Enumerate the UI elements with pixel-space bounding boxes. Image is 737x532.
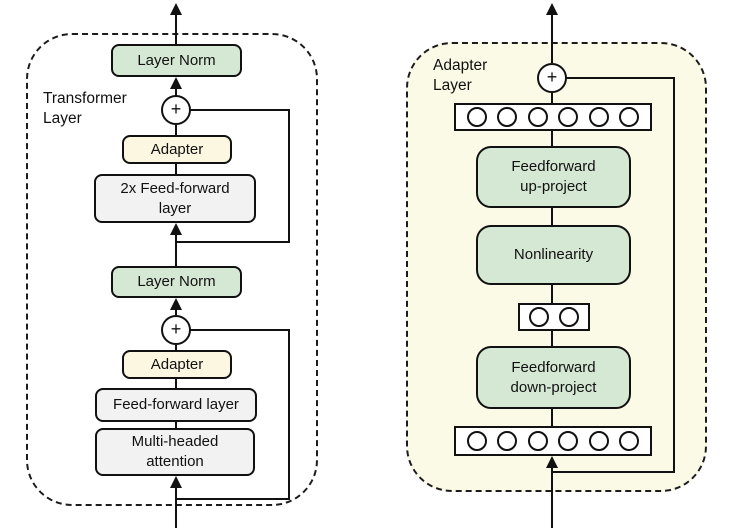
- unit-circle: [619, 107, 640, 127]
- residual-add-node-top: +: [161, 95, 191, 125]
- feedforward-layer-box: Feed-forward layer: [95, 388, 257, 422]
- connector-line: [175, 233, 177, 266]
- skip-connection-top: [190, 109, 289, 111]
- arrowhead-into-attention: [170, 476, 182, 488]
- input-line: [551, 466, 553, 528]
- output-arrowhead: [170, 3, 182, 15]
- connector-line: [175, 308, 177, 316]
- unit-circle: [588, 107, 609, 127]
- connector-line: [551, 131, 553, 146]
- connector-line: [175, 164, 177, 174]
- skip-connection-top: [190, 329, 289, 331]
- layer-norm-bottom-box: Layer Norm: [111, 266, 242, 298]
- connector-line: [551, 13, 553, 63]
- arrowhead-into-feedforward-2x: [170, 223, 182, 235]
- connector-line: [175, 422, 177, 428]
- skip-connection-branch: [175, 498, 290, 500]
- unit-circle: [466, 107, 487, 127]
- connector-line: [175, 13, 177, 44]
- residual-add-node: +: [537, 63, 567, 93]
- adapter-bottom-box: Adapter: [122, 350, 232, 379]
- transformer-layer-boundary: [26, 33, 318, 506]
- unit-circle: [558, 307, 579, 327]
- unit-circle: [497, 107, 518, 127]
- feedforward-up-project-box: Feedforward up-project: [476, 146, 631, 208]
- layer-norm-top-box: Layer Norm: [111, 44, 242, 77]
- unit-circle: [529, 307, 550, 327]
- nonlinearity-box: Nonlinearity: [476, 225, 631, 285]
- unit-circle: [497, 431, 518, 451]
- connector-line: [551, 93, 553, 103]
- skip-connection-branch: [552, 471, 675, 473]
- connector-line: [175, 87, 177, 96]
- input-line: [175, 486, 177, 528]
- unit-circle: [466, 431, 487, 451]
- unit-circle: [558, 107, 579, 127]
- transformer-layer-label: Transformer Layer: [43, 90, 127, 127]
- adapter-top-box: Adapter: [122, 135, 232, 164]
- skip-connection-side: [288, 109, 290, 243]
- multi-headed-attention-box: Multi-headed attention: [95, 428, 255, 476]
- connector-line: [551, 285, 553, 303]
- arrowhead-into-layer-norm-bottom: [170, 298, 182, 310]
- connector-line: [551, 409, 553, 426]
- residual-add-node-bottom: +: [161, 315, 191, 345]
- connector-line: [551, 208, 553, 225]
- bottleneck-vector: [518, 303, 590, 331]
- unit-circle: [527, 431, 548, 451]
- connector-line: [175, 125, 177, 135]
- arrowhead-into-feature-vector: [546, 456, 558, 468]
- adapter-layer-label: Adapter Layer: [433, 57, 488, 94]
- connector-line: [175, 379, 177, 388]
- connector-line: [175, 345, 177, 350]
- skip-connection-top: [566, 77, 675, 79]
- feature-vector-bottom: [454, 426, 652, 456]
- skip-connection-side: [673, 77, 675, 473]
- unit-circle: [558, 431, 579, 451]
- skip-connection-side: [288, 329, 290, 500]
- connector-line: [551, 331, 553, 346]
- unit-circle: [619, 431, 640, 451]
- skip-connection-branch: [175, 241, 290, 243]
- feedforward-2x-box: 2x Feed-forward layer: [94, 174, 256, 223]
- unit-circle: [588, 431, 609, 451]
- feature-vector-top: [454, 103, 652, 131]
- feedforward-down-project-box: Feedforward down-project: [476, 346, 631, 409]
- unit-circle: [527, 107, 548, 127]
- output-arrowhead: [546, 3, 558, 15]
- arrowhead-into-layer-norm-top: [170, 77, 182, 89]
